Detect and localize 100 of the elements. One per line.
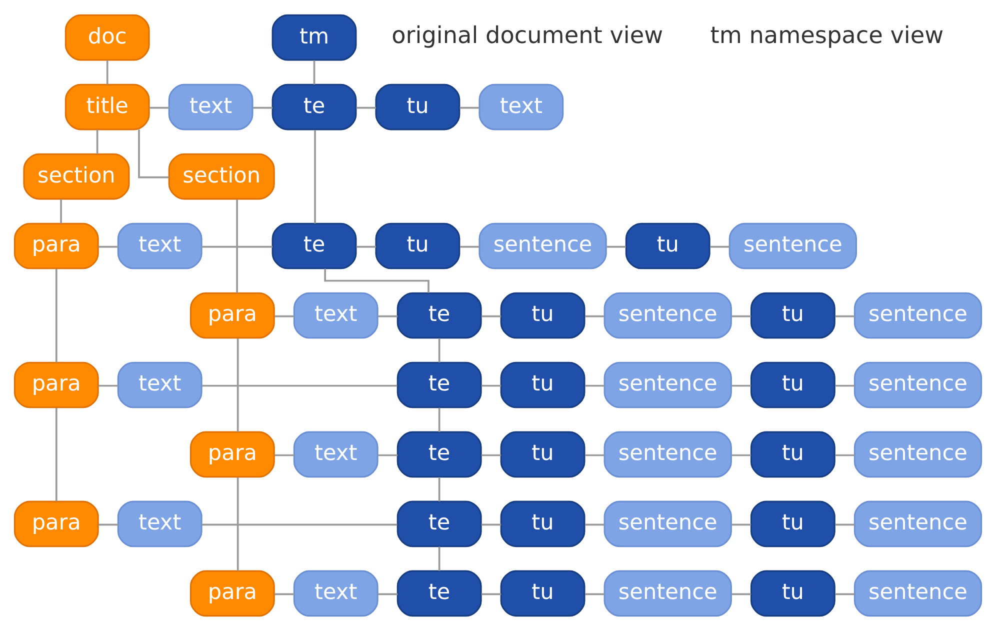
label: tm namespace view	[710, 22, 944, 48]
node-box: para	[190, 292, 275, 338]
node-box: tu	[500, 430, 586, 478]
connector	[202, 523, 398, 526]
connector	[356, 245, 376, 248]
connector	[252, 106, 273, 108]
connector	[98, 245, 118, 248]
connector	[60, 198, 62, 223]
node-box: para	[14, 500, 99, 547]
connector	[835, 523, 855, 526]
connector	[98, 384, 118, 386]
node-box: sentence	[728, 222, 857, 269]
node-box: tu	[750, 570, 836, 616]
connector	[324, 268, 430, 292]
connector	[710, 245, 730, 248]
connector	[585, 592, 604, 595]
connector	[835, 454, 855, 456]
node-box: para	[14, 361, 99, 408]
node-box: te	[272, 83, 357, 130]
node-box: text	[293, 430, 378, 478]
node-box: text	[117, 222, 202, 269]
connector	[732, 523, 751, 526]
connector	[356, 106, 376, 108]
node-box: text	[117, 500, 202, 547]
connector	[585, 384, 604, 386]
node-box: te	[396, 361, 482, 408]
connector	[274, 592, 294, 595]
node-box: sentence	[854, 430, 982, 478]
node-box: sentence	[854, 361, 982, 408]
connector	[835, 592, 855, 595]
node-box: tu	[500, 500, 586, 547]
connector	[585, 523, 604, 526]
node-box: sentence	[604, 500, 732, 547]
node-box: te	[396, 292, 482, 338]
node-box: tu	[375, 83, 460, 130]
connector	[274, 454, 294, 456]
node-box: text	[478, 83, 564, 130]
connector	[438, 407, 440, 432]
connector	[481, 523, 502, 526]
connector	[202, 245, 272, 248]
connector	[481, 592, 502, 595]
node-box: tu	[500, 570, 586, 616]
connector	[835, 314, 855, 317]
node-box: doc	[64, 14, 150, 60]
node-box: para	[14, 222, 99, 269]
node-box: title	[64, 83, 150, 130]
node-box: sentence	[604, 361, 732, 408]
connector	[732, 384, 751, 386]
node-box: sentence	[854, 500, 982, 547]
connector	[460, 106, 480, 108]
connector	[236, 476, 239, 570]
node-box: tu	[500, 292, 586, 338]
connector	[732, 592, 751, 595]
connector	[585, 314, 604, 317]
connector	[438, 338, 440, 362]
node-box: sentence	[604, 570, 732, 616]
node-box: sentence	[854, 292, 982, 338]
connector	[236, 338, 239, 432]
connector	[481, 314, 502, 317]
connector	[55, 407, 58, 501]
node-box: tu	[750, 500, 836, 547]
connector	[313, 60, 316, 84]
connector	[96, 129, 98, 154]
connector	[378, 454, 398, 456]
connector	[138, 129, 169, 178]
node-box: text	[117, 361, 202, 408]
node-box: te	[272, 222, 357, 269]
node-box: sentence	[604, 430, 732, 478]
node-box: sentence	[854, 570, 982, 616]
node-box: text	[168, 83, 254, 130]
node-box: tm	[272, 14, 357, 60]
label: original document view	[392, 22, 664, 48]
node-box: text	[293, 292, 378, 338]
connector	[314, 130, 316, 223]
node-box: tu	[750, 361, 836, 408]
node-box: sentence	[478, 222, 607, 269]
node-box: tu	[375, 222, 460, 269]
node-box: section	[23, 152, 130, 200]
node-box: tu	[750, 430, 836, 478]
connector	[98, 523, 118, 526]
node-box: para	[190, 430, 275, 478]
connector	[438, 476, 440, 501]
node-box: tu	[625, 222, 710, 269]
connector	[149, 106, 170, 108]
node-box: te	[396, 500, 482, 547]
connector	[438, 546, 440, 570]
connector	[732, 314, 751, 317]
connector	[481, 384, 502, 386]
node-box: para	[190, 570, 275, 616]
node-box: tu	[500, 361, 586, 408]
connector	[606, 245, 626, 248]
node-box: section	[168, 152, 275, 200]
connector	[585, 454, 604, 456]
connector	[55, 268, 58, 362]
connector	[378, 592, 398, 595]
connector	[460, 245, 480, 248]
connector	[378, 314, 398, 317]
node-box: te	[396, 570, 482, 616]
node-box: te	[396, 430, 482, 478]
node-box: sentence	[604, 292, 732, 338]
